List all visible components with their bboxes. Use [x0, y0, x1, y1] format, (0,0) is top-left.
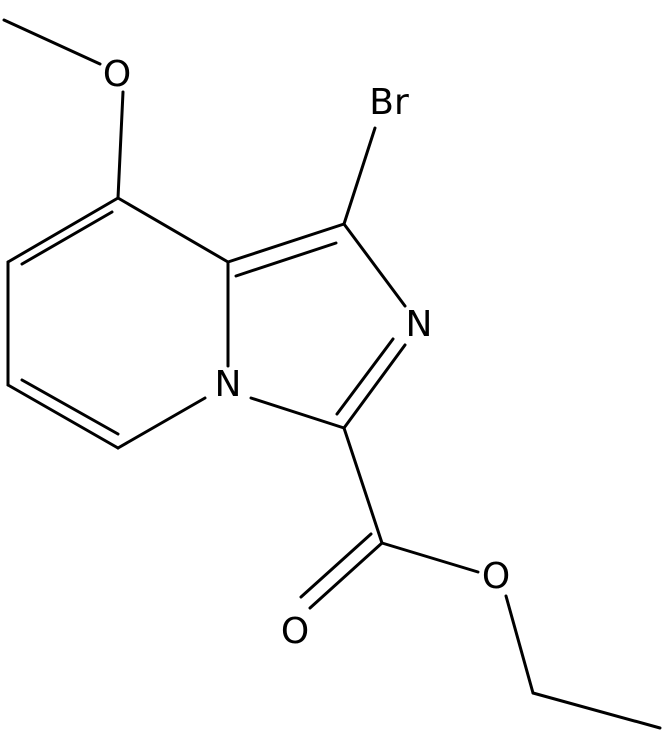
- bond-methoxy-o-to-c8: [116, 90, 125, 200]
- bond-n2-c3-inner: [335, 337, 395, 416]
- bond-c8a-c8: [116, 196, 230, 264]
- bond-c3-carbonyl-c: [342, 426, 384, 545]
- bond-n2-c3: [342, 343, 407, 430]
- bond-c8a-c1-inner: [234, 241, 338, 278]
- imidazole-nitrogen-label: N: [406, 304, 433, 345]
- bond-ch2-to-ch3: [531, 691, 662, 730]
- bonds: [2, 18, 662, 730]
- bond-carbonyl-double-o-inner: [299, 532, 373, 599]
- bond-c8-c7: [6, 196, 120, 264]
- bridgehead-nitrogen-label: N: [215, 364, 242, 405]
- bromine-label: Br: [369, 82, 409, 123]
- bond-ester-o-to-ch2: [504, 594, 535, 695]
- carbonyl-oxygen-label: O: [281, 611, 309, 652]
- ester-oxygen-label: O: [482, 556, 510, 597]
- methoxy-oxygen-label: O: [103, 54, 131, 95]
- bond-carbonyl-to-ester-o: [380, 541, 480, 574]
- bond-methyl-to-methoxy-o: [2, 18, 102, 66]
- bond-c1-n2: [342, 222, 407, 308]
- atom-labels: O Br N N O O: [103, 54, 510, 652]
- bond-c5-n4: [116, 396, 207, 450]
- bond-c1-br: [342, 126, 377, 226]
- bond-c8-c7-inner: [20, 210, 114, 266]
- bond-c6-c5-inner: [20, 378, 120, 436]
- bond-c8a-c1: [226, 222, 346, 264]
- bond-carbonyl-double-o: [308, 541, 384, 610]
- bond-c3-n4: [249, 396, 346, 430]
- bond-c6-c5: [6, 383, 120, 450]
